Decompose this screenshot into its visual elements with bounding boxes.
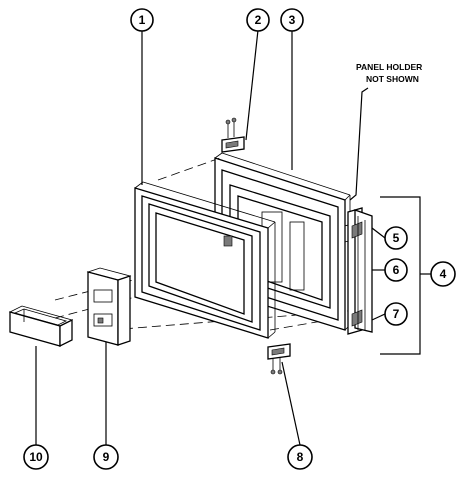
callout-9-label: 9 bbox=[103, 450, 110, 464]
callout-6-label: 6 bbox=[393, 263, 400, 277]
callout-8: 8 bbox=[287, 444, 313, 470]
callout-5: 5 bbox=[384, 226, 408, 250]
callout-7-label: 7 bbox=[393, 307, 400, 321]
bottom-hinge-part-8 bbox=[267, 343, 291, 375]
door-bin-part-10 bbox=[8, 305, 74, 348]
callout-1: 1 bbox=[130, 8, 154, 32]
panel-holder-note: PANEL HOLDER NOT SHOWN bbox=[356, 62, 422, 84]
group-bracket-4 bbox=[380, 196, 431, 355]
note-line-1: PANEL HOLDER bbox=[356, 62, 422, 72]
side-panel-parts-5-6-7 bbox=[347, 207, 373, 335]
callout-3-label: 3 bbox=[289, 13, 296, 27]
callout-8-label: 8 bbox=[297, 450, 304, 464]
callout-10-label: 10 bbox=[29, 450, 43, 464]
callout-6: 6 bbox=[384, 258, 408, 282]
callout-3: 3 bbox=[280, 8, 304, 32]
top-hinge-part-2 bbox=[221, 117, 245, 153]
front-frame-part-1 bbox=[134, 181, 276, 339]
callout-4-label: 4 bbox=[440, 267, 447, 281]
callout-5-label: 5 bbox=[393, 231, 400, 245]
callout-10: 10 bbox=[23, 444, 49, 470]
callout-2-label: 2 bbox=[255, 13, 262, 27]
callout-9: 9 bbox=[93, 444, 119, 470]
callout-7: 7 bbox=[384, 302, 408, 326]
note-line-2: NOT SHOWN bbox=[366, 74, 419, 84]
callout-2: 2 bbox=[246, 8, 270, 32]
callout-4: 4 bbox=[430, 261, 456, 287]
callout-1-label: 1 bbox=[139, 13, 146, 27]
leader-lines bbox=[35, 29, 386, 446]
shelf-bracket-part-9 bbox=[86, 267, 132, 346]
